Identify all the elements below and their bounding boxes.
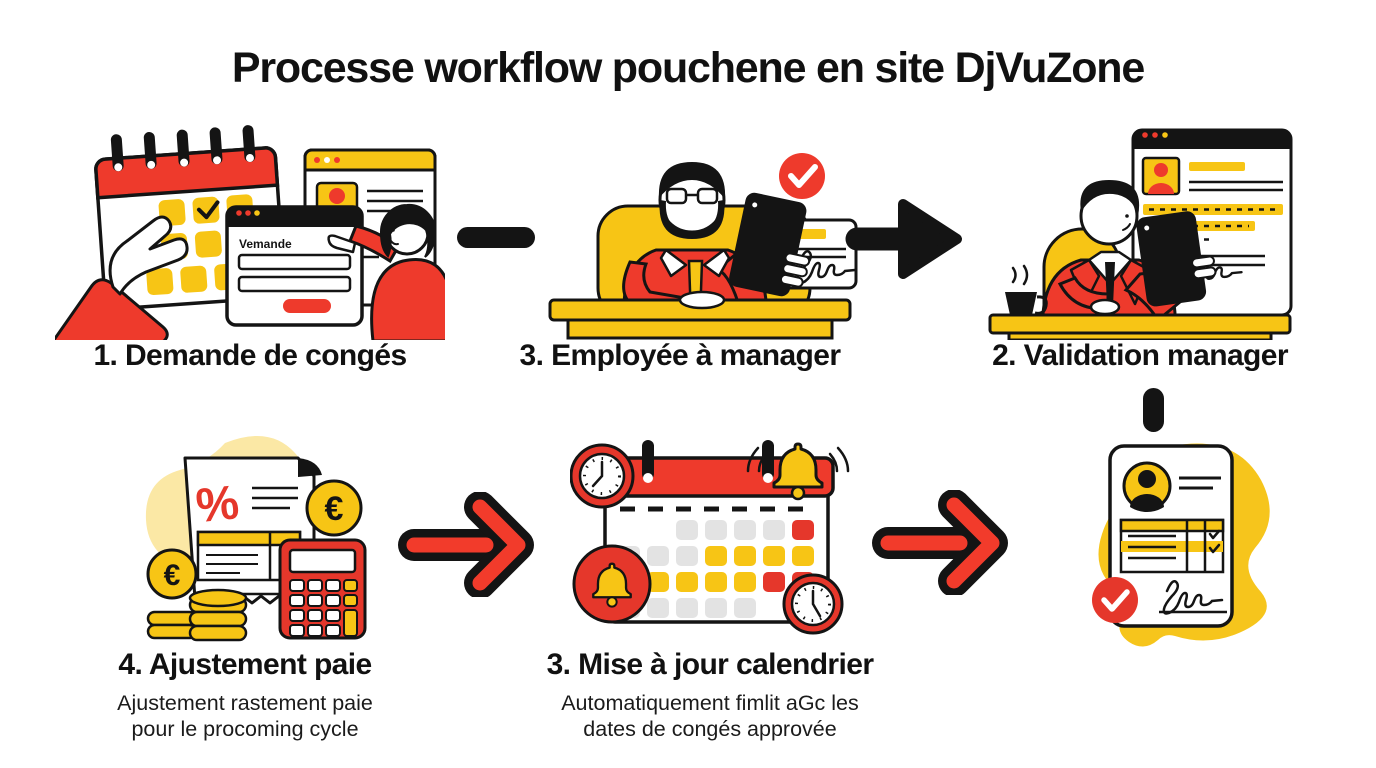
illustration-ajustement-paie: % € €: [145, 435, 367, 642]
validation-window: [1131, 128, 1293, 317]
steam: [1011, 264, 1029, 286]
step-sublabel-paie: Ajustement rastement paie pour le procom…: [117, 691, 373, 742]
window-dot-icon: [254, 210, 260, 216]
summary-document: [1092, 444, 1234, 628]
bell-icon: [746, 442, 850, 501]
smile: [1122, 223, 1131, 231]
desk: [988, 313, 1292, 340]
hand: [678, 290, 726, 310]
submit-button-shape: [283, 299, 331, 313]
glasses-icon: [665, 187, 719, 205]
illustration-demande-conges: Vemande: [55, 125, 445, 340]
arrow-right-black: [845, 199, 962, 279]
person-icon: [1130, 494, 1164, 512]
step-label-employee: 3. Employée à manager: [519, 339, 841, 372]
desk: [548, 298, 852, 340]
mouth: [681, 218, 703, 225]
eye: [1125, 214, 1129, 218]
euro-coin: €: [146, 548, 198, 600]
page-title: Processe workflow pouchene en site DjVuZ…: [231, 44, 1145, 92]
window-dot-icon: [334, 157, 340, 163]
bell-badge-icon: [572, 544, 652, 624]
connector-dash-vertical: [1143, 388, 1164, 432]
arrow-right-red: [872, 490, 1008, 595]
person-icon: [1154, 163, 1168, 177]
calendar: [598, 440, 835, 624]
page-curl: [298, 458, 322, 477]
window-dot-icon: [314, 157, 320, 163]
step-sublabel-calendrier: Automatiquement fimlit aGc les dates de …: [561, 691, 859, 742]
illustration-validation-manager: [988, 128, 1293, 340]
step-label-paie: 4. Ajustement paie: [118, 648, 372, 681]
hair: [1080, 180, 1140, 216]
illustration-employee-manager: [548, 153, 858, 340]
arrow-right-red: [398, 492, 534, 597]
calculator-icon: [278, 538, 367, 640]
approved-badge: [779, 153, 825, 199]
calendar-days: [618, 520, 814, 618]
window-dot-icon: [1162, 132, 1168, 138]
step-label-demande: 1. Demande de congés: [93, 339, 407, 372]
euro-coin: €: [305, 479, 363, 537]
illustration-mise-a-jour-calendrier: [570, 440, 850, 635]
eye: [391, 228, 395, 232]
form-field: [237, 253, 352, 271]
illustration-document-approuve: [1092, 443, 1270, 647]
person-icon: [1148, 183, 1174, 194]
coffee-cup-icon: [1005, 264, 1048, 315]
checkmark-icon: [1101, 589, 1130, 612]
checkmark-icon: [1208, 529, 1221, 554]
pin: [642, 440, 654, 480]
form-title: Vemande: [239, 237, 292, 251]
summary-table: [1119, 518, 1225, 574]
window-dot-icon: [324, 157, 330, 163]
euro-symbol: €: [164, 559, 181, 592]
tablet: [729, 192, 811, 297]
clock-icon: [570, 443, 635, 509]
window-dot-icon: [245, 210, 251, 216]
window-dot-icon: [1142, 132, 1148, 138]
hand: [1089, 298, 1121, 316]
checkmark-icon: [788, 164, 818, 188]
beard: [659, 200, 725, 239]
pin: [762, 440, 774, 480]
signature: [1162, 580, 1224, 615]
smile: [390, 240, 399, 246]
request-form-window: Vemande: [225, 205, 364, 327]
window-dot-icon: [1152, 132, 1158, 138]
coin-stacks: [146, 588, 248, 642]
hair: [379, 203, 437, 258]
person-icon: [329, 188, 345, 204]
window-dot-icon: [236, 210, 242, 216]
step-label-calendrier: 3. Mise à jour calendrier: [546, 648, 874, 681]
binder-rings: [110, 125, 256, 172]
percent-symbol: %: [194, 476, 242, 533]
connector-dash: [457, 227, 535, 248]
form-field: [237, 275, 352, 293]
person-icon: [1138, 470, 1156, 488]
woman: [327, 203, 445, 340]
tablet: [1136, 211, 1217, 307]
hair: [658, 162, 726, 199]
holding-hand: [55, 215, 189, 340]
euro-symbol: €: [325, 490, 344, 528]
checkmark-icon: [196, 200, 220, 220]
approved-badge: [1092, 577, 1138, 623]
clock-icon: [782, 573, 844, 635]
step-label-validation: 2. Validation manager: [992, 339, 1288, 372]
